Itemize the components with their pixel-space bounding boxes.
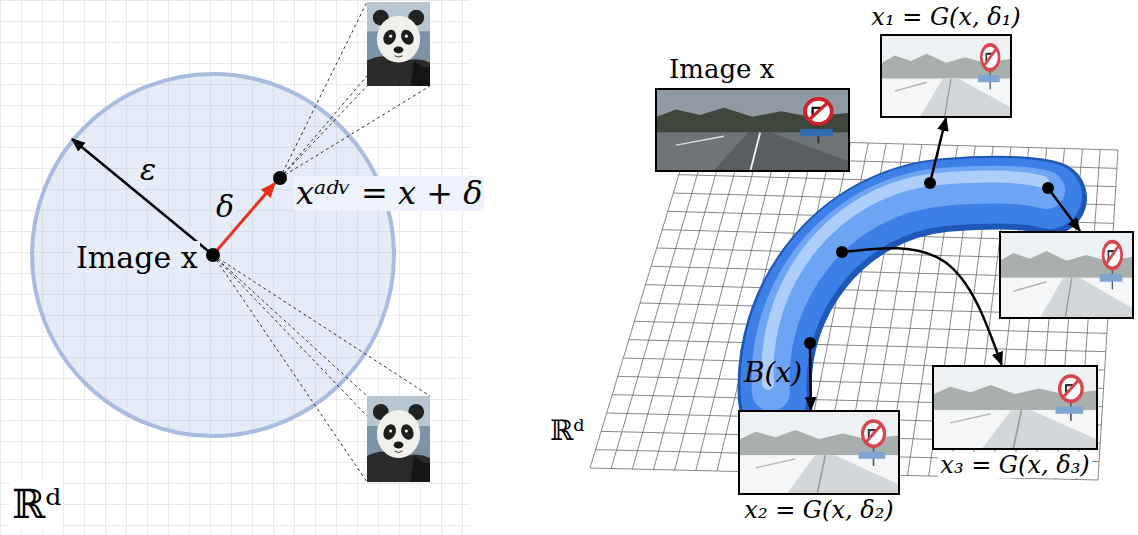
road-image	[657, 90, 848, 170]
point-dot	[273, 171, 287, 185]
image-caption: x₃ = G(x, δ₃)	[938, 452, 1091, 478]
text-holder: x₂ = G(x, δ₂)	[742, 497, 895, 523]
image-caption: Image x	[667, 55, 776, 84]
perturbation-arrow	[213, 183, 275, 255]
space-label: ℝᵈ	[548, 416, 586, 447]
text-holder: x₃ = G(x, δ₃)	[938, 452, 1091, 478]
text-holder: Image x	[667, 55, 776, 84]
grid-line	[629, 340, 1106, 352]
anchor-dot	[804, 337, 816, 349]
leader-line	[280, 2, 430, 178]
point-dot	[206, 248, 220, 262]
road-scene	[934, 367, 1096, 448]
node-label: Image x	[74, 241, 200, 274]
panda-image	[367, 396, 430, 482]
road-image	[934, 367, 1096, 448]
road-scene	[882, 36, 1010, 116]
leader-line	[280, 86, 430, 178]
anchor-dot	[1042, 182, 1054, 194]
image-thumbnail: x₃ = G(x, δ₃)	[932, 365, 1098, 450]
mapping-arrow	[930, 118, 946, 183]
text-holder: δ	[214, 190, 236, 223]
mapping-arrow	[809, 343, 812, 410]
leader-lines	[213, 2, 430, 482]
node-label: B(x)	[742, 358, 804, 389]
text-holder: ℝᵈ	[548, 416, 586, 447]
leader-line	[213, 255, 367, 396]
road-image	[740, 412, 898, 493]
leader-line	[213, 255, 367, 482]
image-frame	[1000, 232, 1133, 318]
space-label: ℝᵈ	[10, 482, 63, 526]
node-label: ε	[138, 153, 158, 186]
road-scene	[657, 90, 848, 170]
grid-line	[634, 321, 1106, 333]
leader-line	[213, 255, 430, 482]
road-image	[882, 36, 1010, 116]
image-thumbnail: x₁ = G(x, δ₁)	[880, 34, 1012, 118]
ball-outline	[32, 74, 394, 436]
mapping-arrow	[1048, 188, 1080, 231]
text-holder: Image x	[74, 241, 200, 274]
image-thumbnail: x₂ = G(x, δ₂)	[738, 410, 900, 495]
image-thumbnail	[1000, 232, 1133, 318]
image-caption: x₂ = G(x, δ₂)	[742, 497, 895, 523]
leader-line	[213, 255, 430, 396]
anchor-dot	[836, 246, 848, 258]
leader-line	[280, 86, 367, 178]
panda-image	[367, 2, 430, 86]
text-holder: x₁ = G(x, δ₁)	[869, 4, 1022, 30]
text-holder: B(x)	[742, 358, 804, 389]
text-holder: ℝᵈ	[10, 482, 63, 526]
math-label: xᵃᵈᵛ = x + δ	[294, 176, 484, 211]
radius-arrow	[72, 139, 213, 255]
road-scene	[740, 412, 898, 493]
text-holder: xᵃᵈᵛ = x + δ	[294, 176, 484, 211]
image-thumbnail: Image x	[655, 88, 850, 172]
text-holder: ε	[138, 153, 158, 186]
image-caption: x₁ = G(x, δ₁)	[869, 4, 1022, 30]
mapping-arrow	[842, 248, 1002, 365]
anchor-dot	[924, 177, 936, 189]
node-label: δ	[214, 190, 236, 223]
road-image	[1000, 232, 1133, 318]
grid-plane	[0, 0, 470, 535]
